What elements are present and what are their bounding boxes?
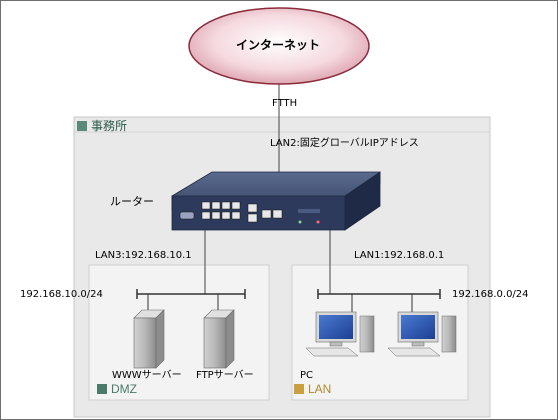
dmz-zone-title: DMZ [111, 382, 137, 396]
router-icon [171, 171, 381, 231]
lan2-label: LAN2:固定グローバルIPアドレス [270, 138, 419, 149]
lan-subnet-label: 192.168.0.0/24 [452, 289, 529, 300]
www-server-icon [133, 309, 165, 369]
lan1-label: LAN1:192.168.0.1 [354, 250, 445, 261]
www-server-label: WWWサーバー [112, 370, 182, 381]
lan-zone-title: LAN [308, 382, 332, 396]
internet-cloud-icon [188, 7, 370, 85]
ftp-server-icon [203, 309, 235, 369]
dmz-zone [88, 264, 270, 401]
dmz-subnet-label: 192.168.10.0/24 [20, 289, 103, 300]
lan3-label: LAN3:192.168.10.1 [95, 250, 192, 261]
lan-zone-swatch [294, 384, 304, 394]
pc-icon [305, 311, 375, 357]
dmz-zone-swatch [97, 384, 107, 394]
internet-label: インターネット [235, 38, 320, 52]
pc-icon [387, 311, 457, 357]
ftth-label: FTTH [272, 98, 298, 109]
pc-label: PC [300, 370, 314, 381]
office-zone-swatch [77, 121, 87, 131]
router-label: ルーター [110, 195, 154, 208]
ftp-server-label: FTPサーバー [196, 370, 254, 381]
office-zone-title: 事務所 [91, 119, 128, 133]
